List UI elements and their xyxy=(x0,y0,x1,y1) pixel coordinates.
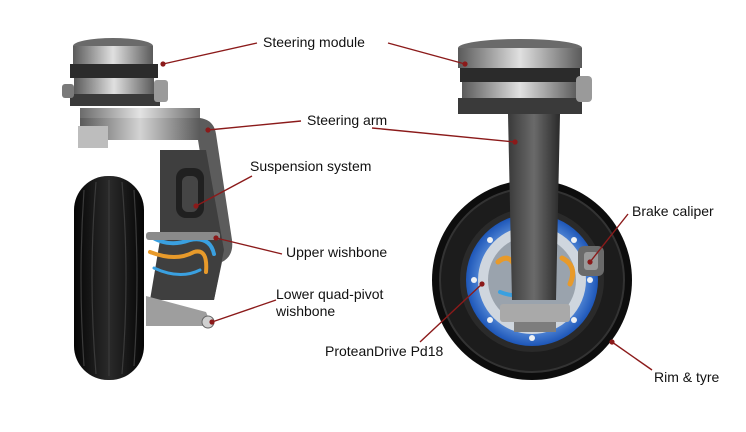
leader-steering-module-left xyxy=(162,42,258,65)
leader-steering-arm-right-tip xyxy=(512,139,518,145)
label-upper-wishbone: Upper wishbone xyxy=(286,244,388,260)
label-proteandrive: ProteanDrive Pd18 xyxy=(325,343,444,359)
right-assembly xyxy=(432,39,632,380)
right-steering-module xyxy=(458,39,592,114)
label-lower-wishbone-1: Lower quad-pivot xyxy=(276,286,384,302)
leader-steering-arm-left xyxy=(207,120,302,131)
leader-suspension xyxy=(195,175,253,207)
leader-suspension-tip xyxy=(193,203,199,209)
leader-steering-arm-right xyxy=(371,127,516,143)
leader-brake-caliper xyxy=(589,213,629,263)
label-steering-arm: Steering arm xyxy=(307,112,388,128)
left-steering-module xyxy=(62,38,168,106)
label-steering-module: Steering module xyxy=(263,34,365,50)
leader-lower-wishbone xyxy=(211,299,277,323)
leader-lower-wishbone-tip xyxy=(209,319,215,325)
label-brake-caliper: Brake caliper xyxy=(632,203,714,219)
left-tyre xyxy=(74,176,144,380)
leader-rim-tyre-tip xyxy=(609,339,615,345)
leader-upper-wishbone xyxy=(215,237,283,255)
left-wishbones xyxy=(146,232,220,329)
right-steering-arm xyxy=(500,114,570,332)
leader-brake-caliper-tip xyxy=(587,259,593,265)
leader-upper-wishbone-tip xyxy=(213,235,219,241)
left-assembly xyxy=(62,38,233,380)
leader-steering-module-left-tip xyxy=(160,61,166,67)
leader-rim-tyre xyxy=(611,341,653,371)
label-rim-tyre: Rim & tyre xyxy=(654,369,720,385)
label-suspension-system: Suspension system xyxy=(250,158,372,174)
leader-steering-module-right xyxy=(387,42,466,65)
label-lower-wishbone-2: wishbone xyxy=(276,303,336,319)
leader-proteandrive xyxy=(419,283,483,343)
leader-proteandrive-tip xyxy=(479,281,485,287)
leader-steering-arm-left-tip xyxy=(205,127,211,133)
leader-steering-module-right-tip xyxy=(462,61,468,67)
